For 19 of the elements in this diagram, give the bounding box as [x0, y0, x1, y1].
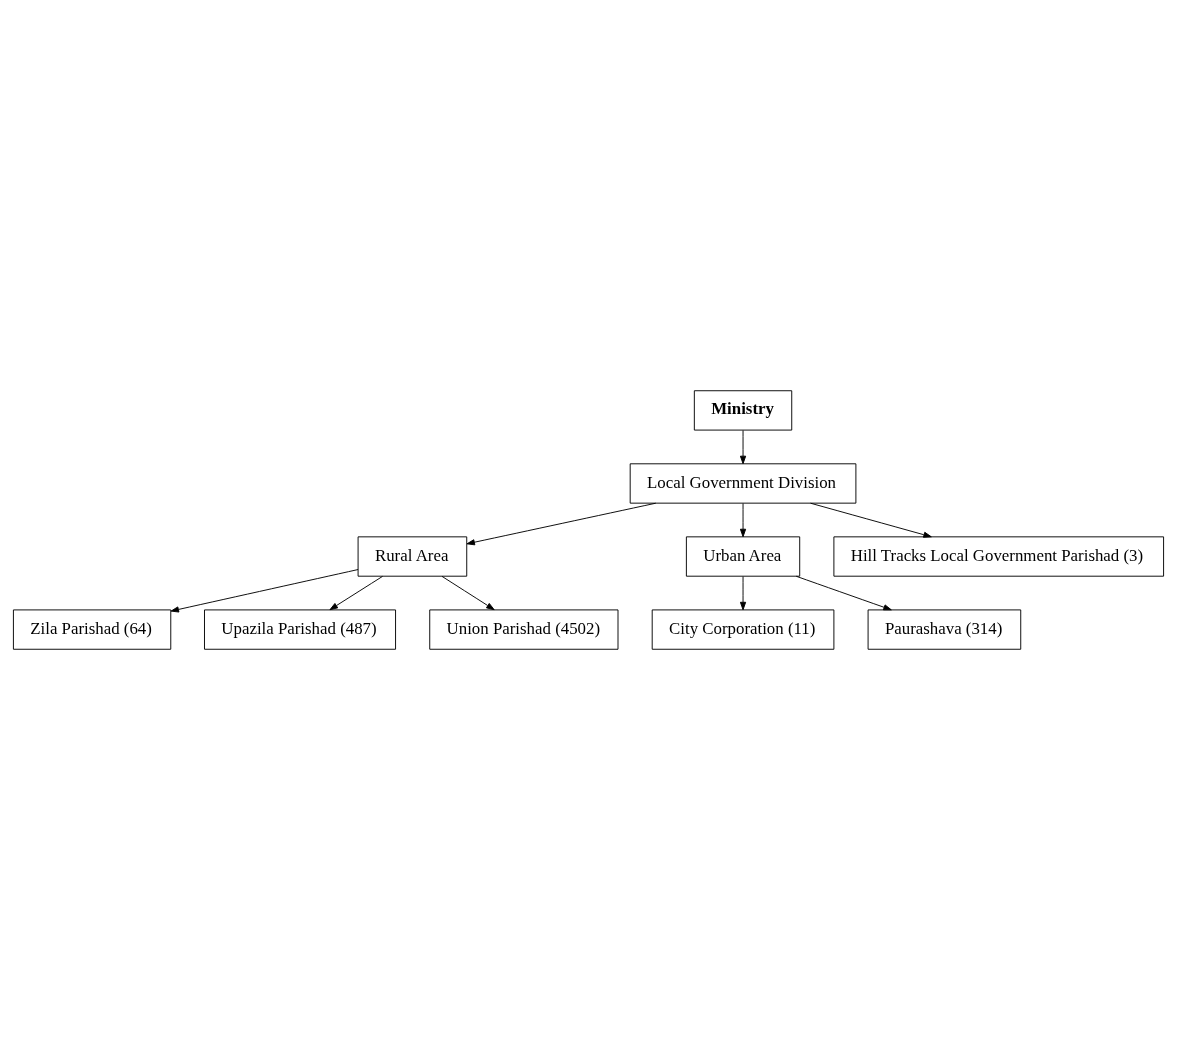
- arrow: [441, 575, 495, 611]
- arrow: [466, 502, 657, 546]
- node-box: Rural Area: [357, 536, 468, 577]
- node-box: Local Government Division: [629, 463, 857, 504]
- node-box: Union Parishad (4502): [429, 609, 619, 650]
- arrow: [170, 569, 359, 613]
- arrow: [739, 429, 747, 465]
- arrow: [739, 576, 747, 611]
- node-box: Upazila Parishad (487): [204, 609, 397, 650]
- node-box: City Corporation (11): [651, 609, 835, 650]
- node-box: Urban Area: [685, 536, 801, 577]
- arrow: [810, 502, 932, 538]
- node-box: Hill Tracks Local Government Parishad (3): [833, 536, 1165, 577]
- node-box: Ministry: [693, 390, 793, 431]
- node-box: Zila Parishad (64): [12, 609, 172, 650]
- arrow: [329, 575, 384, 611]
- node-box: Paurashava (314): [867, 609, 1022, 650]
- arrow: [739, 503, 747, 538]
- arrow: [795, 575, 892, 611]
